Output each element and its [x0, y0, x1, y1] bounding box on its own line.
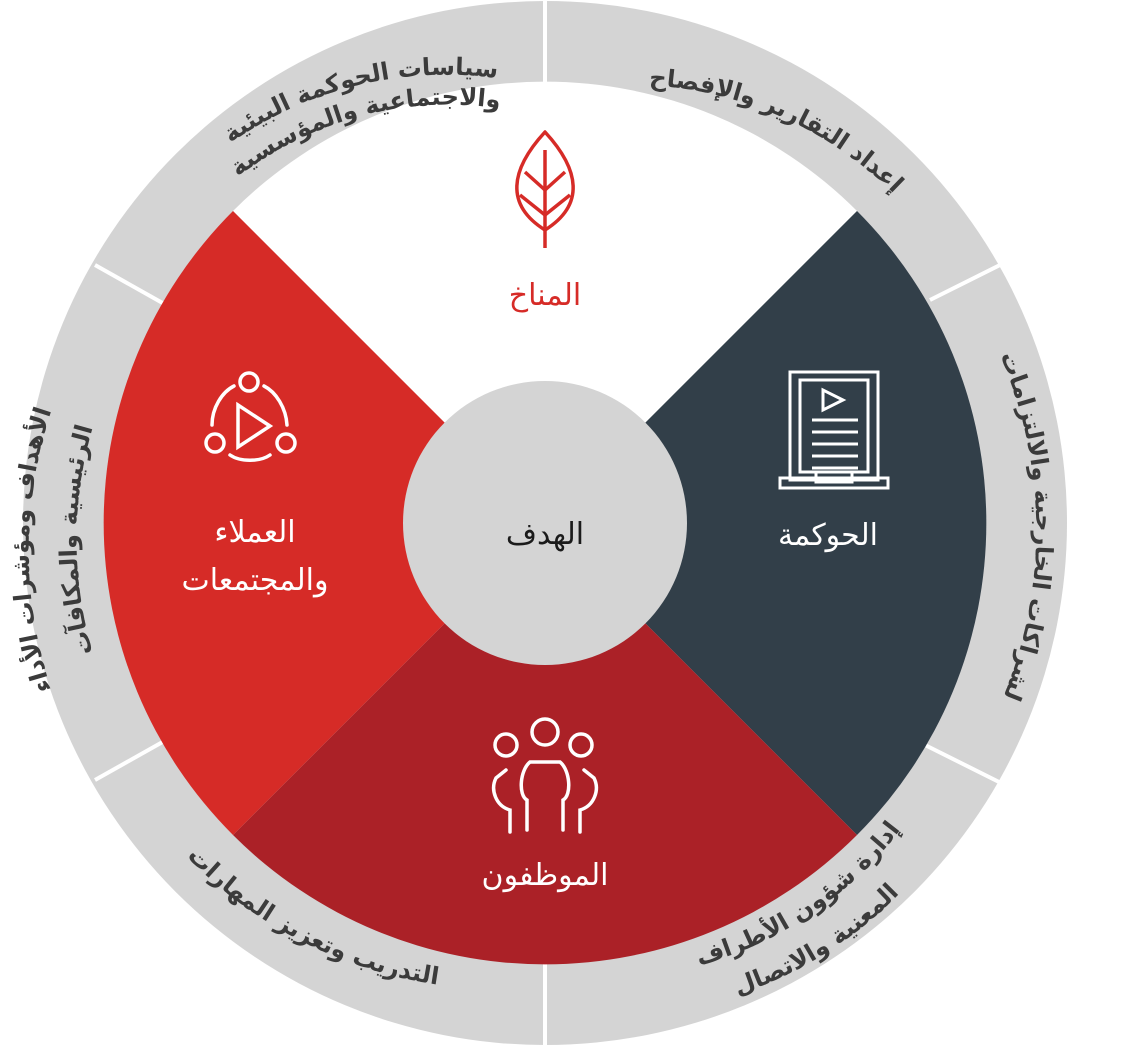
- quadrant-bottom-label: الموظفون: [482, 858, 609, 893]
- quadrant-right[interactable]: [545, 211, 987, 835]
- quadrant-top[interactable]: [233, 81, 857, 524]
- leaf-icon: [515, 130, 575, 248]
- quadrant-right-label: الحوكمة: [778, 518, 878, 553]
- community-play-icon: [204, 371, 297, 462]
- quadrant-left-label-line1: العملاء: [214, 515, 295, 550]
- document-play-icon: [778, 370, 890, 490]
- people-group-icon: [491, 717, 599, 834]
- ring-dividers: [94, 0, 1021, 1046]
- quadrant-top-label: المناخ: [509, 278, 581, 313]
- center-circle[interactable]: [403, 381, 687, 665]
- quadrant-left[interactable]: [103, 211, 545, 835]
- center-label: الهدف: [506, 517, 584, 552]
- quadrant-left-label-line2: والمجتمعات: [182, 563, 329, 598]
